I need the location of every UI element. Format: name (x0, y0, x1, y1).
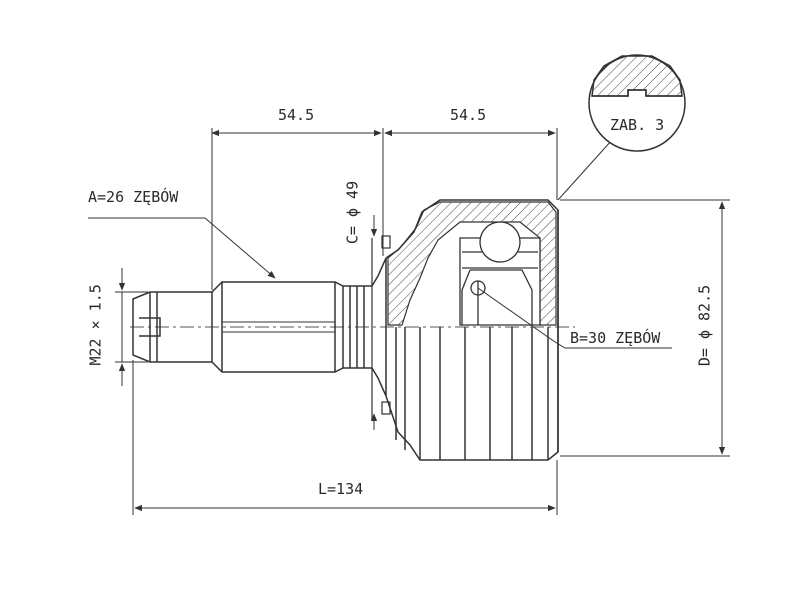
dimension-lines (115, 128, 730, 515)
b-splines-label: B=30 ZĘBÓW (570, 329, 661, 347)
collar-rings (371, 235, 391, 420)
total-length-label: L=134 (318, 480, 364, 498)
detail-label: ZAB. 3 (610, 116, 665, 134)
left-length-label: 54.5 (278, 106, 315, 124)
leader-lines (88, 139, 672, 349)
right-length-label: 54.5 (450, 106, 487, 124)
thread-label: M22 × 1.5 (86, 284, 105, 366)
a-splines-label: A=26 ZĘBÓW (88, 188, 179, 206)
c-diameter-label: C= ϕ 49 (343, 180, 362, 245)
d-diameter-label: D= ϕ 82.5 (695, 284, 714, 367)
inner-race (459, 221, 541, 326)
ball (479, 221, 521, 263)
detail-circle (588, 54, 686, 152)
